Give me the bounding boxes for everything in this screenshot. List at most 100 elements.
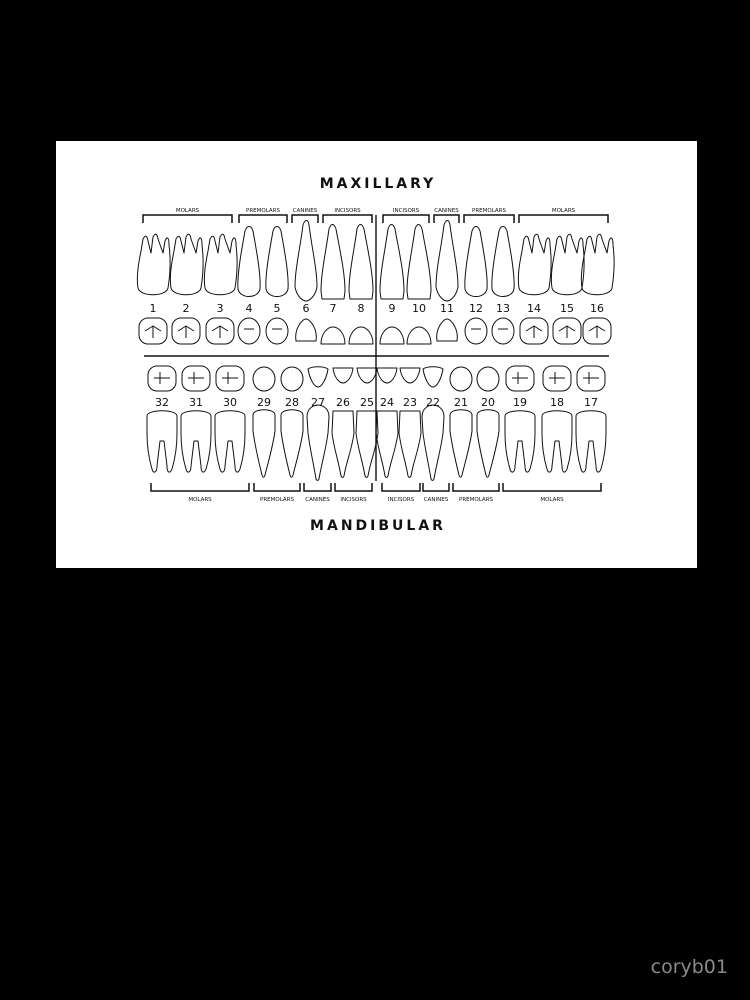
upper-tooth-14: [517, 233, 552, 296]
upper-tooth-number-14: 14: [527, 302, 541, 315]
upper-tooth-number-5: 5: [274, 302, 281, 315]
upper-group-8-bracket: [518, 214, 609, 223]
upper-group-1-bracket: [142, 214, 233, 223]
upper-group-5-bracket: [382, 214, 430, 223]
lower-group-2-bracket: [253, 483, 301, 492]
lower-tooth-32-occlusal: [147, 365, 177, 392]
lower-group-8-label: MOLARS: [540, 497, 564, 503]
upper-tooth-4-occlusal: [237, 317, 261, 345]
lower-tooth-22: [421, 404, 445, 481]
lower-tooth-26: [331, 410, 355, 478]
lower-tooth-32: [146, 410, 178, 473]
lower-tooth-28-occlusal: [280, 366, 304, 392]
upper-tooth-12: [464, 226, 488, 297]
upper-group-7-label: PREMOLARS: [472, 208, 506, 214]
upper-tooth-number-7: 7: [330, 302, 337, 315]
lower-tooth-number-18: 18: [550, 396, 564, 409]
upper-group-3-label: CANINES: [293, 208, 318, 214]
lower-tooth-17: [575, 410, 607, 473]
lower-tooth-number-29: 29: [257, 396, 271, 409]
upper-group-6-bracket: [433, 214, 460, 223]
upper-tooth-2-occlusal-groove: [177, 325, 195, 338]
lower-tooth-28: [280, 409, 304, 478]
lower-tooth-number-23: 23: [403, 396, 417, 409]
lower-tooth-number-20: 20: [481, 396, 495, 409]
lower-tooth-number-28: 28: [285, 396, 299, 409]
upper-tooth-number-12: 12: [469, 302, 483, 315]
lower-tooth-19: [504, 410, 536, 473]
upper-tooth-number-9: 9: [389, 302, 396, 315]
upper-tooth-number-10: 10: [412, 302, 426, 315]
lower-tooth-30-occlusal: [215, 365, 245, 392]
upper-tooth-7-occlusal: [320, 326, 346, 345]
upper-tooth-16-occlusal: [582, 317, 612, 345]
upper-group-7-bracket: [463, 214, 515, 223]
lower-tooth-18: [541, 410, 573, 473]
upper-tooth-number-8: 8: [358, 302, 365, 315]
lower-group-8-bracket: [502, 483, 602, 492]
lower-tooth-29: [252, 409, 276, 478]
upper-tooth-5: [265, 226, 289, 297]
lower-tooth-25-occlusal: [356, 367, 378, 384]
upper-tooth-3-occlusal: [205, 317, 235, 345]
upper-tooth-9: [379, 224, 405, 300]
lower-tooth-31-occlusal-groove: [188, 372, 204, 384]
upper-tooth-5-occlusal: [265, 317, 289, 345]
upper-tooth-2-occlusal: [171, 317, 201, 345]
upper-tooth-9-occlusal: [379, 326, 405, 345]
upper-tooth-1-occlusal-groove: [144, 325, 162, 338]
lower-tooth-18-occlusal-groove: [549, 372, 565, 384]
upper-group-1-label: MOLARS: [176, 208, 200, 214]
lower-tooth-number-25: 25: [360, 396, 374, 409]
upper-tooth-number-1: 1: [150, 302, 157, 315]
upper-tooth-12-occlusal: [464, 317, 488, 345]
lower-tooth-21-occlusal: [449, 366, 473, 392]
upper-tooth-number-2: 2: [183, 302, 190, 315]
maxillary-title: MAXILLARY: [320, 176, 437, 192]
lower-tooth-32-occlusal-groove: [154, 372, 170, 384]
lower-tooth-number-17: 17: [584, 396, 598, 409]
upper-tooth-16: [580, 233, 615, 296]
upper-tooth-1: [136, 233, 171, 296]
upper-group-5-label: INCISORS: [393, 208, 420, 214]
lower-tooth-number-19: 19: [513, 396, 527, 409]
lower-group-1-bracket: [150, 483, 250, 492]
lower-tooth-number-24: 24: [380, 396, 394, 409]
upper-group-6-label: CANINES: [434, 208, 459, 214]
upper-group-8-label: MOLARS: [552, 208, 576, 214]
tooth-chart-svg: MAXILLARY MANDIBULAR MOLARS PREMOLARS CANI…: [136, 176, 615, 534]
lower-tooth-30-occlusal-groove: [222, 372, 238, 384]
lower-tooth-number-30: 30: [223, 396, 237, 409]
lower-tooth-25: [355, 410, 379, 478]
upper-tooth-number-11: 11: [440, 302, 454, 315]
lower-group-7-bracket: [452, 483, 500, 492]
upper-tooth-13-occlusal: [491, 317, 515, 345]
upper-tooth-2: [169, 233, 204, 296]
upper-group-4-bracket: [322, 214, 373, 223]
upper-tooth-4: [237, 226, 261, 297]
upper-tooth-15-occlusal-groove: [558, 325, 576, 338]
upper-tooth-16-occlusal-groove: [588, 325, 606, 338]
upper-tooth-3-occlusal-groove: [211, 325, 229, 338]
left-side-label: L: [645, 332, 667, 372]
watermark: coryb01: [650, 956, 728, 978]
right-side-label: R: [84, 332, 111, 372]
upper-tooth-6: [294, 220, 318, 302]
lower-group-6-label: CANINES: [424, 497, 449, 503]
upper-tooth-number-13: 13: [496, 302, 510, 315]
lower-tooth-19-occlusal-groove: [512, 372, 528, 384]
lower-tooth-number-26: 26: [336, 396, 350, 409]
lower-tooth-24-occlusal: [376, 367, 398, 384]
lower-group-2-label: PREMOLARS: [260, 497, 294, 503]
upper-tooth-1-occlusal: [138, 317, 168, 345]
lower-tooth-23-occlusal: [399, 367, 421, 384]
lower-tooth-number-27: 27: [311, 396, 325, 409]
lower-tooth-number-31: 31: [189, 396, 203, 409]
mandibular-title: MANDIBULAR: [310, 518, 446, 534]
lower-tooth-21: [449, 409, 473, 478]
upper-tooth-number-4: 4: [246, 302, 253, 315]
upper-tooth-14-occlusal-groove: [525, 325, 543, 338]
lower-tooth-number-21: 21: [454, 396, 468, 409]
upper-group-2-bracket: [238, 214, 288, 223]
upper-tooth-11: [435, 220, 459, 302]
